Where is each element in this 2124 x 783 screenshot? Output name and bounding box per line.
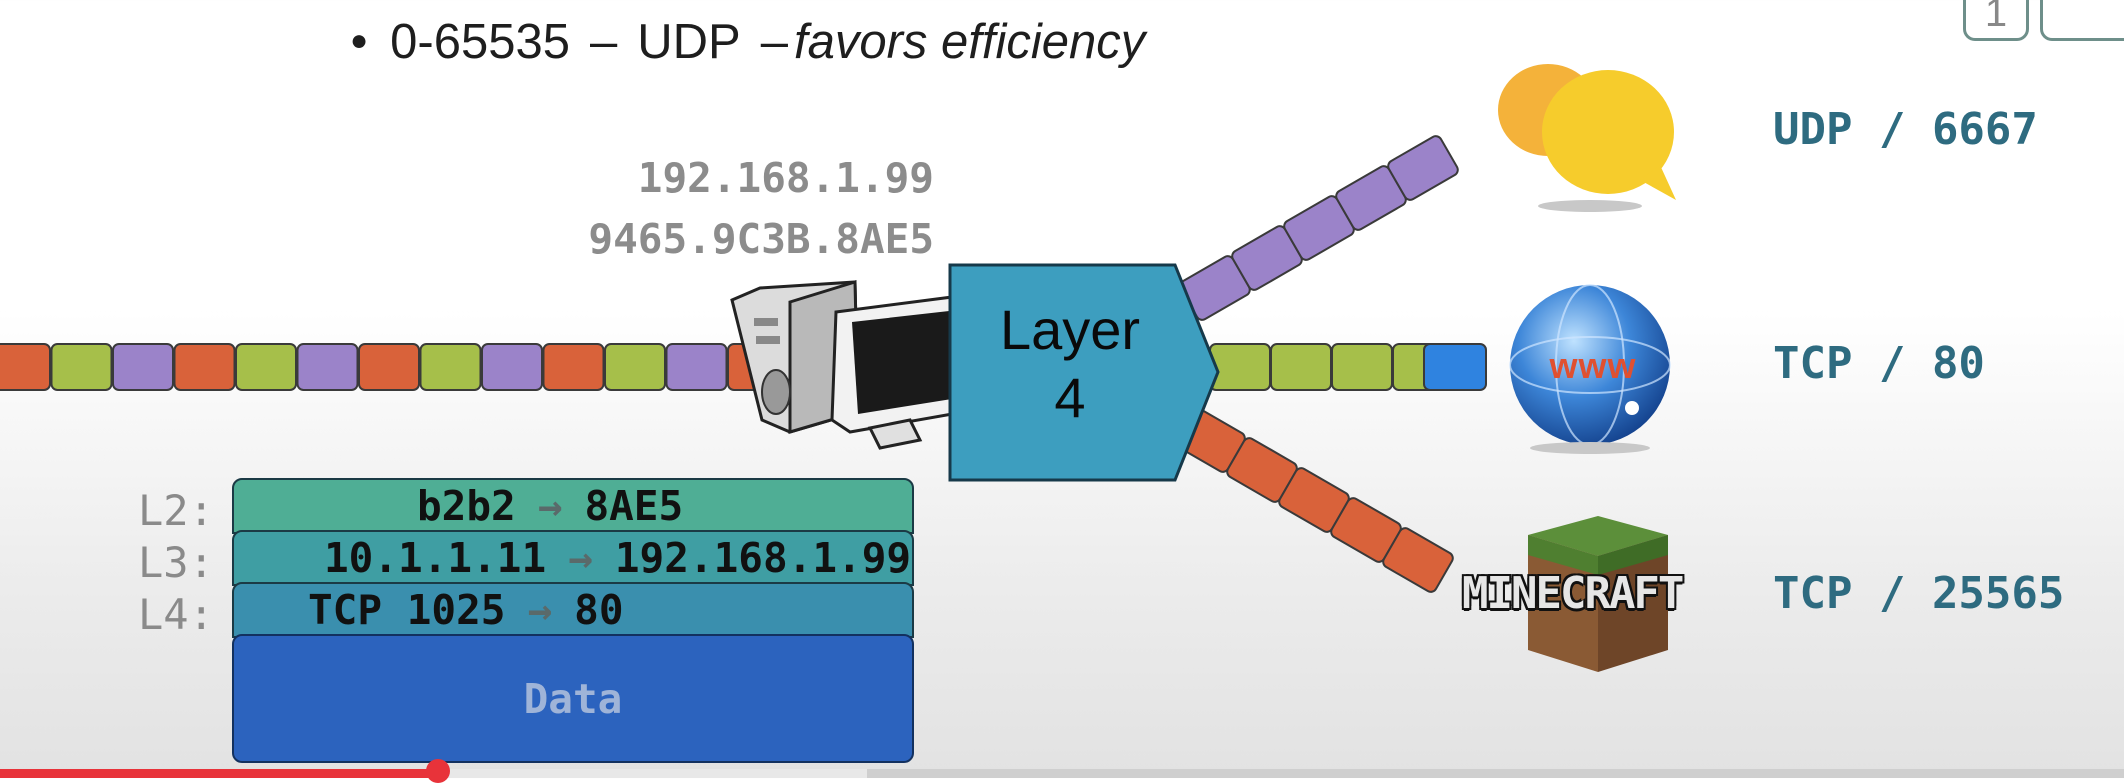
- service-label-web: TCP / 80: [1773, 338, 1985, 389]
- packet-segment: [0, 343, 51, 391]
- corner-button-1[interactable]: 1: [1963, 0, 2029, 41]
- l4-dst: 80: [574, 586, 624, 634]
- packet-segment: [604, 343, 666, 391]
- progress-played: [0, 769, 438, 778]
- data-payload: Data: [232, 634, 914, 763]
- progress-track[interactable]: [0, 769, 2124, 778]
- packet-segment: [481, 343, 543, 391]
- packet-segment: [173, 343, 236, 391]
- packet-segment: [235, 343, 297, 391]
- minecraft-icon: [1528, 516, 1668, 672]
- layer-label-l2: L2:: [138, 486, 214, 535]
- layer-label-l4: L4:: [138, 590, 214, 639]
- packet-segment: [1331, 343, 1393, 391]
- packet-segment: [358, 343, 420, 391]
- l4-src: TCP 1025: [308, 586, 506, 634]
- packet-branch-up: [1179, 135, 1459, 321]
- chat-bubbles-icon: [1498, 64, 1676, 212]
- l3-dst: 192.168.1.99: [614, 534, 912, 582]
- port-range: 0-65535: [390, 15, 570, 69]
- packet-stream: [0, 343, 1487, 391]
- layer4-label: Layer 4: [999, 298, 1141, 429]
- packet-segment: [1382, 527, 1454, 593]
- l2-dst: 8AE5: [584, 482, 684, 530]
- l2-header: b2b2 → 8AE5: [232, 478, 914, 534]
- globe-www-icon: [1509, 284, 1671, 454]
- protocol-description: favors efficiency: [793, 15, 1146, 69]
- packet-segment: [1209, 343, 1271, 391]
- packet-segment: [1423, 343, 1487, 391]
- packet-segment: [296, 343, 359, 391]
- protocol-name: UDP: [637, 15, 741, 69]
- packet-segment: [1270, 343, 1332, 391]
- computer-icon: [730, 279, 980, 450]
- arrow-icon: →: [537, 482, 563, 530]
- packet-segment: [112, 343, 174, 391]
- bullet-line: ●0-65535–UDP–favors efficiency: [350, 15, 1146, 69]
- service-label-chat: UDP / 6667: [1773, 104, 2038, 155]
- corner-button-2[interactable]: [2040, 0, 2124, 41]
- arrow-icon: →: [568, 534, 593, 582]
- minecraft-logo-text: MINECRAFT: [1462, 568, 1684, 619]
- packet-segment: [1387, 135, 1459, 201]
- packet-segment: [419, 343, 482, 391]
- l3-header: 10.1.1.11 → 192.168.1.99: [232, 530, 914, 586]
- arrow-icon: →: [527, 586, 553, 634]
- host-mac-address: 9465.9C3B.8AE5: [588, 215, 934, 263]
- service-label-minecraft: TCP / 25565: [1773, 568, 2065, 619]
- l4-header: TCP 1025 → 80: [232, 582, 914, 638]
- layer-label-l3: L3:: [138, 538, 214, 587]
- l2-src: b2b2: [417, 482, 516, 530]
- progress-scrubber[interactable]: [425, 759, 450, 783]
- globe-www-text: www: [1549, 345, 1637, 386]
- host-ip-address: 192.168.1.99: [637, 154, 934, 202]
- l3-src: 10.1.1.11: [324, 534, 547, 582]
- packet-segment: [50, 343, 113, 391]
- layer4-box: [948, 263, 1220, 482]
- packet-branch-down: [1174, 407, 1454, 593]
- packet-segment: [665, 343, 728, 391]
- packet-segment: [542, 343, 605, 391]
